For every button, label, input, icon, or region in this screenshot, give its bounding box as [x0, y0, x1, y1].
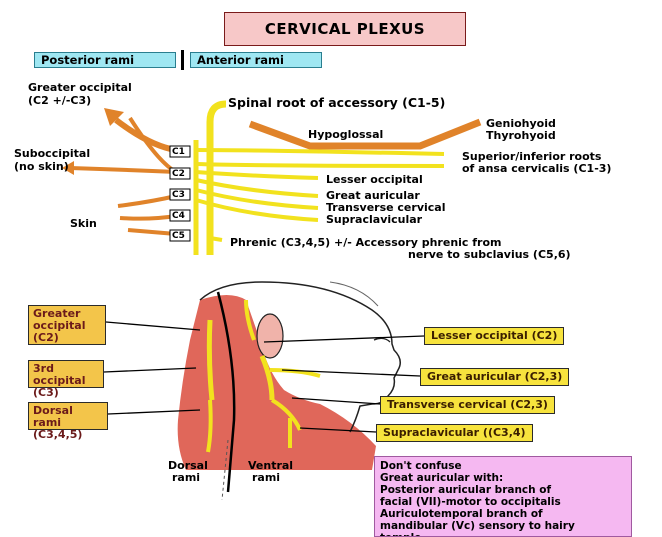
label-supraclavicular: Supraclavicular	[326, 214, 422, 226]
hair-line	[330, 282, 378, 306]
label-spinal-accessory: Spinal root of accessory (C1-5)	[228, 97, 445, 109]
box-greater-occipital-l3: (C2)	[33, 332, 101, 344]
box-dorsal-rami-l1: Dorsal rami	[33, 405, 103, 429]
eye	[374, 338, 390, 342]
phrenic-branch	[210, 238, 222, 240]
suboccipital-branch	[70, 168, 176, 172]
label-greater-occipital-roots: (C2 +/-C3)	[28, 95, 91, 107]
root-c2: C2	[172, 168, 185, 180]
box-supraclavicular: Supraclavicular ((C3,4)	[376, 424, 533, 442]
label-ansa-cervicalis: of ansa cervicalis (C1-3)	[462, 163, 611, 175]
label-thyrohyoid: Thyrohyoid	[486, 130, 556, 142]
note-line-1: Don't confuse	[380, 460, 626, 472]
note-line-5: Auriculotemporal branch of	[380, 508, 626, 520]
skin-branch-3	[128, 230, 176, 234]
box-transverse-cervical: Transverse cervical (C2,3)	[380, 396, 555, 414]
label-ventral-rami-2: rami	[252, 472, 280, 484]
box-greater-occipital: Greater occipital (C2)	[28, 305, 106, 345]
label-skin: Skin	[70, 218, 97, 230]
box-great-auricular: Great auricular (C2,3)	[420, 368, 569, 386]
greater-occipital-nerve	[209, 320, 212, 400]
root-c5: C5	[172, 230, 185, 242]
label-greater-occipital: Greater occipital	[28, 82, 132, 94]
dont-confuse-note: Don't confuse Great auricular with: Post…	[374, 456, 632, 537]
box-third-occipital: 3rd occipital (C3)	[28, 360, 104, 388]
label-suboccipital: Suboccipital	[14, 148, 90, 160]
label-accessory-phrenic: nerve to subclavius (C5,6)	[408, 249, 571, 261]
lesser-occipital-branch	[196, 172, 318, 178]
skin-branch-2	[120, 216, 176, 219]
skin-branch-1	[118, 196, 176, 206]
label-suboccipital-note: (no skin)	[14, 161, 69, 173]
box-third-occipital-l2: (C3)	[33, 387, 99, 399]
box-dorsal-rami: Dorsal rami (C3,4,5)	[28, 402, 108, 430]
root-c1: C1	[172, 146, 185, 158]
note-line-7: temple	[380, 532, 626, 537]
box-third-occipital-l1: 3rd occipital	[33, 363, 99, 387]
root-c4: C4	[172, 210, 185, 222]
box-lesser-occipital: Lesser occipital (C2)	[424, 327, 564, 345]
ear	[257, 314, 283, 358]
ansa-inferior-root	[196, 164, 444, 166]
ansa-superior-root	[196, 150, 444, 154]
note-line-4: facial (VII)-motor to occipitalis	[380, 496, 626, 508]
accessory-nerve-trunk	[210, 104, 226, 255]
note-line-6: mandibular (Vc) sensory to hairy	[380, 520, 626, 532]
note-line-2: Great auricular with:	[380, 472, 626, 484]
root-c3: C3	[172, 189, 185, 201]
label-lesser-occipital: Lesser occipital	[326, 174, 423, 186]
label-dorsal-rami-2: rami	[172, 472, 200, 484]
box-dorsal-rami-l2: (C3,4,5)	[33, 429, 103, 441]
greater-occipital-branch	[116, 120, 176, 150]
note-line-3: Posterior auricular branch of	[380, 484, 626, 496]
label-hypoglossal: Hypoglossal	[308, 129, 383, 141]
